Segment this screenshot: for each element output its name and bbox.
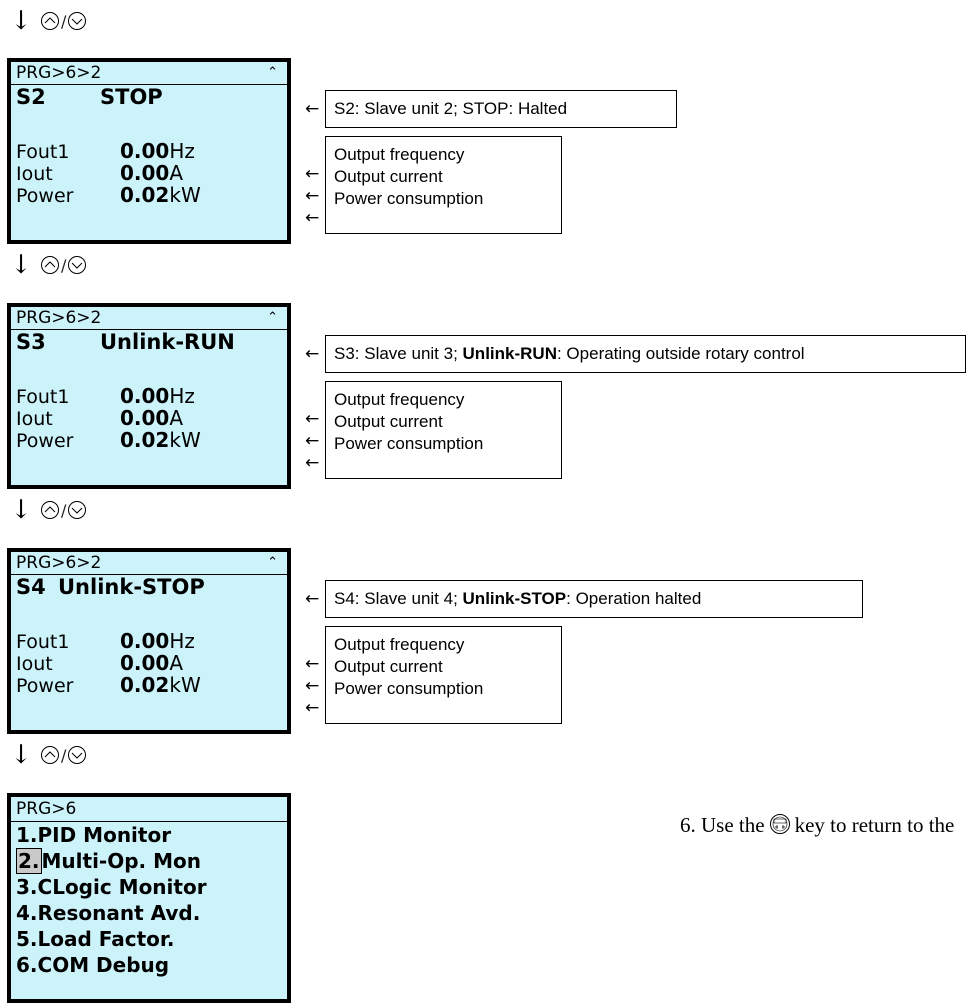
nav-step: ↓ / bbox=[10, 6, 87, 36]
callout-details: Output frequency Output current Power co… bbox=[325, 626, 562, 724]
lcd-path: PRG>6>2 bbox=[16, 308, 102, 328]
lcd-blank bbox=[11, 110, 287, 140]
up-down-keys: / bbox=[40, 255, 87, 275]
lcd-title: S3 Unlink-RUN bbox=[11, 330, 287, 355]
up-down-keys: / bbox=[40, 11, 87, 31]
unit-id: S2 bbox=[16, 85, 46, 109]
nav-step: ↓ / bbox=[10, 250, 87, 280]
scroll-updown-icon: ⌃ bbox=[267, 310, 278, 325]
pointer-arrows: ←←← bbox=[305, 409, 320, 473]
pointer-arrow: ← bbox=[305, 99, 320, 119]
lcd-blank bbox=[11, 600, 287, 630]
unit-status: Unlink-RUN bbox=[100, 330, 235, 354]
up-key-icon bbox=[41, 746, 59, 764]
lcd-blank bbox=[11, 355, 287, 385]
down-arrow-icon: ↓ bbox=[10, 250, 32, 280]
up-key-icon bbox=[41, 256, 59, 274]
pointer-arrow: ← bbox=[305, 344, 320, 364]
key-separator: / bbox=[61, 255, 67, 275]
lcd-title: S2 STOP bbox=[11, 85, 287, 110]
unit-id: S3 bbox=[16, 330, 46, 354]
up-key-icon bbox=[41, 12, 59, 30]
callout-details: Output frequency Output current Power co… bbox=[325, 136, 562, 234]
down-key-icon bbox=[68, 256, 87, 274]
pointer-arrow: ← bbox=[305, 589, 320, 609]
menu-item-pid-monitor[interactable]: 1.PID Monitor bbox=[16, 823, 172, 847]
key-separator: / bbox=[61, 500, 67, 520]
lcd-header: PRG>6>2 ⌃ bbox=[11, 552, 287, 575]
lcd-path: PRG>6 bbox=[16, 799, 77, 819]
up-down-keys: / bbox=[40, 500, 87, 520]
lcd-path: PRG>6>2 bbox=[16, 553, 102, 573]
up-key-icon bbox=[41, 501, 59, 519]
lcd-title: S4 Unlink-STOP bbox=[11, 575, 287, 600]
menu-item-load-factor[interactable]: 5.Load Factor. bbox=[16, 927, 175, 951]
menu-item-clogic-monitor[interactable]: 3.CLogic Monitor bbox=[16, 875, 207, 899]
menu-cursor: 2. bbox=[16, 848, 42, 874]
callout-details: Output frequency Output current Power co… bbox=[325, 381, 562, 479]
lcd-header: PRG>6>2 ⌃ bbox=[11, 62, 287, 85]
down-key-icon bbox=[68, 501, 87, 519]
callout-status: S2: Slave unit 2; STOP: Halted bbox=[325, 90, 677, 128]
lcd-menu-screen: PRG>6 1.PID Monitor 2.Multi-Op. Mon 3.CL… bbox=[7, 793, 291, 1003]
unit-status: Unlink-STOP bbox=[58, 575, 205, 599]
nav-step: ↓ / bbox=[10, 740, 87, 770]
reset-key-icon bbox=[769, 813, 791, 841]
down-key-icon bbox=[68, 746, 87, 764]
scroll-updown-icon: ⌃ bbox=[267, 65, 278, 80]
menu-item-resonant-avd[interactable]: 4.Resonant Avd. bbox=[16, 901, 201, 925]
callout-status: S3: Slave unit 3; Unlink-RUN: Operating … bbox=[325, 335, 966, 373]
pointer-arrows: ←←← bbox=[305, 164, 320, 228]
key-separator: / bbox=[61, 11, 67, 31]
menu-item-multi-op-mon[interactable]: 2.Multi-Op. Mon bbox=[16, 848, 201, 874]
lcd-header: PRG>6 bbox=[11, 797, 287, 822]
down-arrow-icon: ↓ bbox=[10, 6, 32, 36]
up-down-keys: / bbox=[40, 745, 87, 765]
down-arrow-icon: ↓ bbox=[10, 740, 32, 770]
lcd-path: PRG>6>2 bbox=[16, 63, 102, 83]
lcd-header: PRG>6>2 ⌃ bbox=[11, 307, 287, 330]
scroll-updown-icon: ⌃ bbox=[267, 555, 278, 570]
unit-status: STOP bbox=[100, 85, 163, 109]
menu-item-com-debug[interactable]: 6.COM Debug bbox=[16, 953, 170, 977]
pointer-arrows: ←←← bbox=[305, 654, 320, 718]
callout-status: S4: Slave unit 4; Unlink-STOP: Operation… bbox=[325, 580, 863, 618]
down-arrow-icon: ↓ bbox=[10, 495, 32, 525]
down-key-icon bbox=[68, 12, 87, 30]
key-separator: / bbox=[61, 745, 67, 765]
unit-id: S4 bbox=[16, 575, 46, 599]
nav-step: ↓ / bbox=[10, 495, 87, 525]
